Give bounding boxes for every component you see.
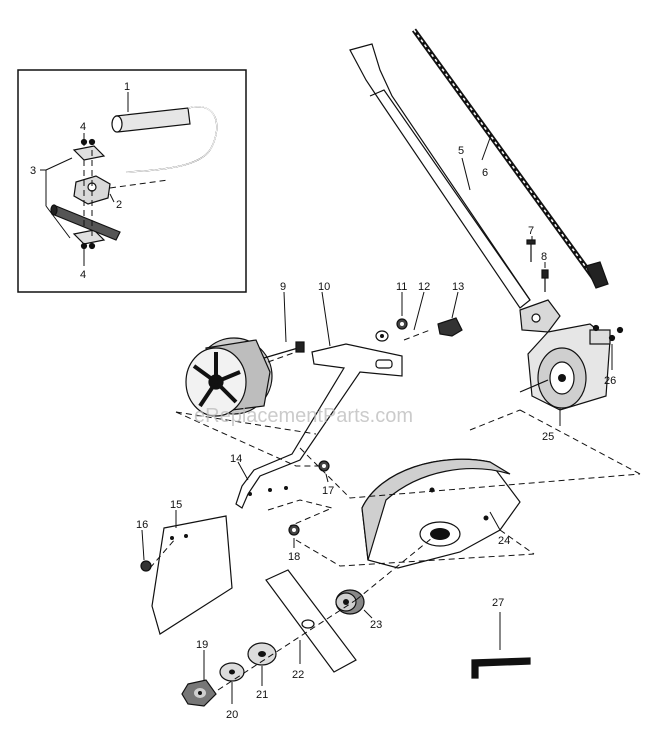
callout-22: 22	[292, 669, 304, 681]
callout-17: 17	[322, 485, 334, 497]
callout-12: 12	[418, 281, 430, 293]
part-18-nut: 18	[288, 524, 300, 563]
callout-4-bottom: 4	[80, 269, 86, 281]
part-20-washer: 20	[219, 662, 245, 721]
clamp-plate-bottom	[72, 229, 106, 245]
callout-7: 7	[528, 225, 534, 237]
callout-14: 14	[230, 453, 242, 465]
callout-13: 13	[452, 281, 464, 293]
handle-rod	[50, 204, 121, 241]
callout-9: 9	[280, 281, 286, 293]
part-8-bolt: 8	[541, 251, 549, 292]
part-6-flex-shaft: 6	[411, 28, 609, 289]
callout-19: 19	[196, 639, 208, 651]
callout-11: 11	[396, 281, 407, 293]
part-22-blade: 22	[265, 569, 357, 681]
part-13-knob: 13	[437, 281, 464, 337]
callout-5: 5	[458, 145, 464, 157]
callout-27: 27	[492, 597, 504, 609]
callout-6: 6	[482, 167, 488, 179]
part-1-handle-grip	[111, 106, 218, 173]
part-24-blade-guard: 24	[361, 458, 521, 569]
clamp-plate-top	[72, 145, 106, 161]
watermark: eReplacementParts.com	[194, 405, 413, 427]
part-9-axle-bolt: 9	[263, 281, 305, 359]
part-21-washer: 21	[247, 642, 277, 701]
callout-25: 25	[542, 431, 554, 443]
callout-1: 1	[124, 81, 130, 93]
part-15-debris-flap: 15	[151, 499, 233, 635]
part-26-screws: 26	[592, 324, 624, 387]
callout-2: 2	[116, 199, 122, 211]
callout-16: 16	[136, 519, 148, 531]
callout-26: 26	[604, 375, 616, 387]
callout-23: 23	[370, 619, 382, 631]
callout-20: 20	[226, 709, 238, 721]
part-14-bracket-label: 14	[230, 453, 249, 481]
callout-8: 8	[541, 251, 547, 263]
part-27-hex-wrench: 27	[471, 597, 531, 679]
callout-3: 3	[30, 165, 36, 177]
part-19-nut: 19	[181, 639, 217, 707]
callout-4-top: 4	[80, 121, 86, 133]
callout-24: 24	[498, 535, 510, 547]
part-23-adapter: 23	[335, 589, 382, 631]
inset-box: 1 2 3 4 4	[17, 69, 247, 293]
part-11-nut: 11	[396, 281, 408, 330]
callout-18: 18	[288, 551, 300, 563]
part-5-drive-tube: 5	[349, 43, 531, 309]
callout-21: 21	[256, 689, 268, 701]
wheel	[185, 337, 273, 417]
part-7-bolt: 7	[526, 225, 536, 262]
part-16-screw: 16	[136, 519, 152, 572]
part-17-nut: 17	[318, 460, 334, 497]
assembly-lines	[149, 329, 641, 691]
callout-15: 15	[170, 499, 182, 511]
part-25-gearbox: 25	[519, 323, 611, 443]
part-4-screw-bottom	[80, 242, 96, 256]
callout-10: 10	[318, 281, 330, 293]
part-10-wheel-bracket: 10	[235, 281, 403, 509]
part-12-washer: 12	[375, 281, 430, 342]
shaft-clamp	[519, 299, 561, 333]
part-4-screw-top	[80, 136, 96, 146]
